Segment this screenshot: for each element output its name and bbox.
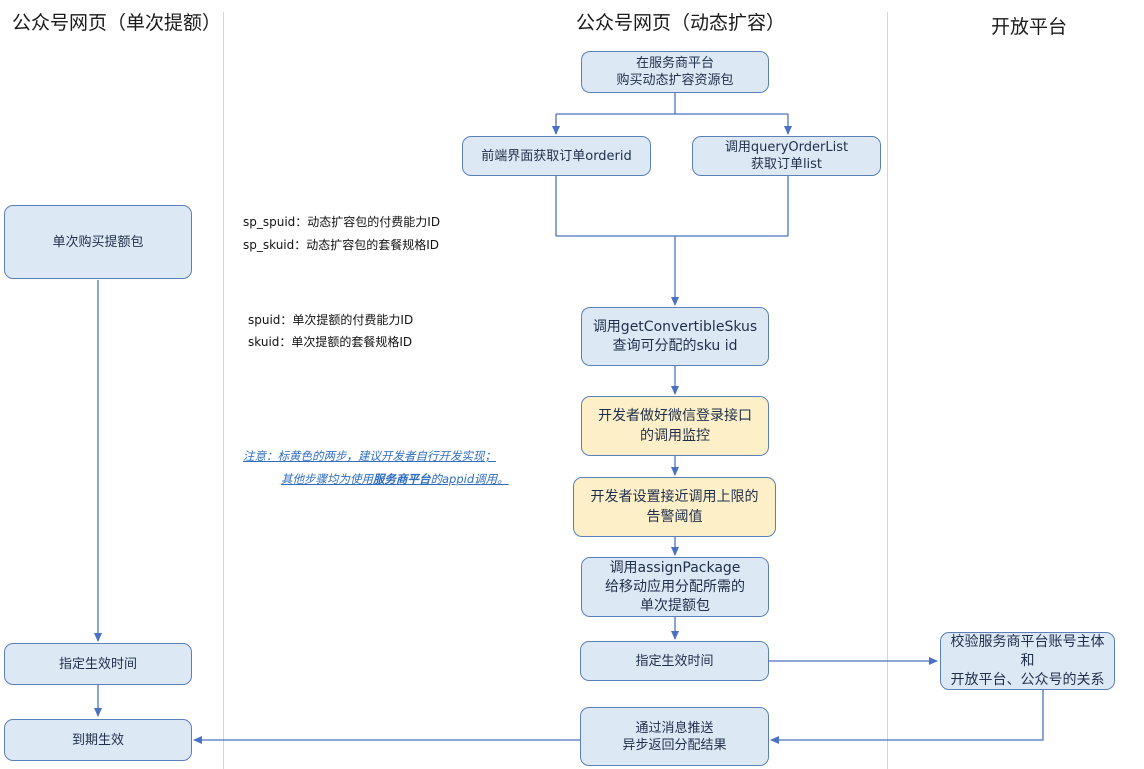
left-effect-time-box: 指定生效时间 [4, 643, 192, 685]
box-line: 开发者设置接近调用上限的 [590, 489, 759, 505]
query-order-list-box: 调用queryOrderList 获取订单list [692, 136, 881, 176]
box-line: 调用queryOrderList [724, 140, 849, 155]
box-line: 前端界面获取订单orderid [481, 148, 632, 164]
verify-relation-box: 校验服务商平台账号主体和开放平台、公众号的关系 [940, 632, 1115, 690]
expire-box-text: 到期生效 [72, 732, 124, 749]
single-buy-box: 单次购买提额包 [4, 205, 192, 279]
box-line: 给移动应用分配所需的 [605, 578, 745, 595]
lane-divider-left [223, 12, 224, 769]
box-line: 的调用监控 [640, 428, 710, 444]
warning-line-2-bold: 服务商平台 [373, 472, 431, 486]
box-line: 调用getConvertibleSkus [592, 318, 758, 335]
left-lane-title: 公众号网页（单次提额） [12, 12, 222, 34]
assign-package-box: 调用assignPackage 给移动应用分配所需的单次提额包 [581, 557, 769, 617]
get-convertible-skus-box: 调用getConvertibleSkus 查询可分配的sku id [581, 307, 769, 366]
box-line: 单次提额包 [640, 597, 710, 614]
box-line: 到期生效 [71, 732, 124, 748]
verify-relation-box-text: 校验服务商平台账号主体和开放平台、公众号的关系 [947, 633, 1108, 690]
box-line: 开放平台、公众号的关系 [950, 671, 1105, 688]
middle-effect-time-box: 指定生效时间 [580, 641, 769, 681]
frontend-orderid-box-text: 前端界面获取订单orderid [481, 148, 632, 165]
login-monitor-box: 开发者做好微信登录接口的调用监控 [581, 396, 769, 456]
box-line: 在服务商平台 [635, 56, 714, 71]
middle-lane-title: 公众号网页（动态扩容） [576, 12, 786, 34]
box-line: 开发者做好微信登录接口 [598, 408, 752, 424]
frontend-orderid-box: 前端界面获取订单orderid [462, 136, 651, 176]
single-buy-box-text: 单次购买提额包 [52, 234, 143, 251]
push-result-box: 通过消息推送异步返回分配结果 [580, 707, 769, 766]
note-sp-skuid: sp_skuid：动态扩容包的套餐规格ID [243, 238, 440, 252]
warning-line-2: 其他步骤均为使用服务商平台的appid调用。 [281, 471, 509, 487]
push-result-box-text: 通过消息推送异步返回分配结果 [622, 720, 726, 754]
warning-line-1: 注意：标黄色的两步，建议开发者自行开发实现； [243, 449, 496, 463]
box-line: 查询可分配的sku id [612, 337, 738, 354]
connector-verify-down [770, 690, 1044, 744]
note-skuid: skuid：单次提额的套餐规格ID [248, 335, 413, 349]
lane-divider-right [887, 12, 888, 769]
box-line: 单次购买提额包 [52, 234, 144, 250]
alarm-threshold-box: 开发者设置接近调用上限的告警阈值 [573, 477, 776, 537]
box-line: 获取订单list [750, 157, 823, 172]
middle-effect-time-box-text: 指定生效时间 [635, 653, 713, 670]
left-effect-time-box-text: 指定生效时间 [59, 656, 137, 673]
assign-package-box-text: 调用assignPackage 给移动应用分配所需的单次提额包 [605, 559, 745, 616]
box-line: 校验服务商平台账号主体和 [950, 633, 1105, 669]
warning-line-2-prefix: 其他步骤均为使用 [281, 472, 373, 486]
expire-box: 到期生效 [4, 719, 192, 761]
right-lane-title: 开放平台 [991, 16, 1068, 38]
warning-line-2-suffix: 的appid调用。 [430, 472, 509, 486]
box-line: 调用assignPackage [609, 559, 741, 576]
query-order-list-box-text: 调用queryOrderList 获取订单list [725, 139, 848, 173]
box-line: 异步返回分配结果 [622, 737, 727, 753]
buy-package-box: 在服务商平台购买动态扩容资源包 [581, 51, 769, 93]
alarm-threshold-box-text: 开发者设置接近调用上限的告警阈值 [591, 487, 759, 527]
note-sp-spuid: sp_spuid：动态扩容包的付费能力ID [243, 215, 441, 229]
box-line: 告警阈值 [646, 509, 703, 525]
buy-package-box-text: 在服务商平台购买动态扩容资源包 [616, 55, 733, 89]
login-monitor-box-text: 开发者做好微信登录接口的调用监控 [598, 406, 752, 446]
box-line: 指定生效时间 [58, 656, 137, 672]
note-spuid: spuid：单次提额的付费能力ID [248, 313, 414, 327]
box-line: 通过消息推送 [635, 720, 714, 736]
box-line: 购买动态扩容资源包 [616, 73, 734, 88]
get-convertible-skus-box-text: 调用getConvertibleSkus 查询可分配的sku id [593, 318, 757, 356]
box-line: 指定生效时间 [635, 653, 714, 669]
